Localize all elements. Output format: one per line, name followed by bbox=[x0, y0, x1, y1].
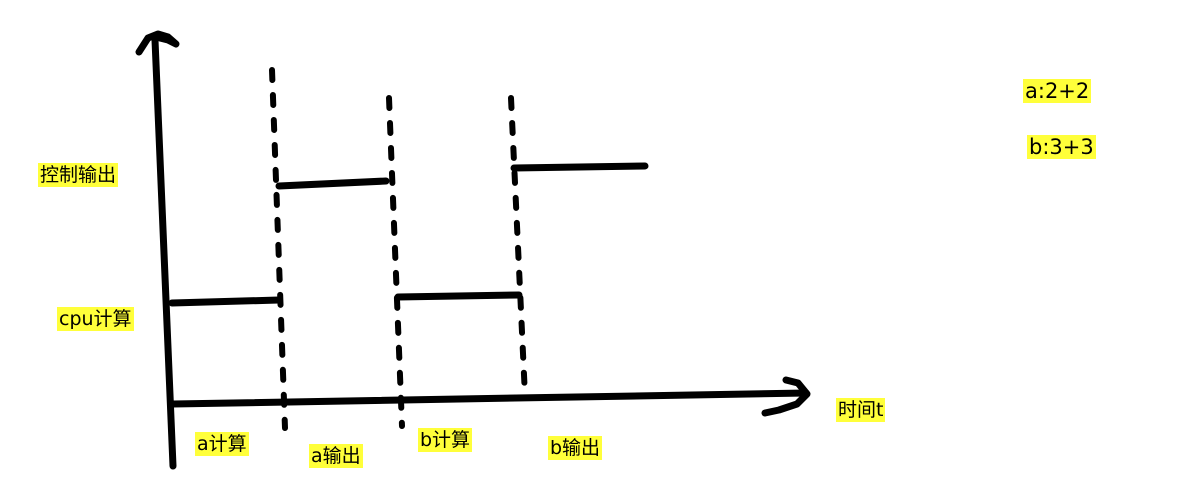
cpu-compute-label: cpu计算 bbox=[57, 307, 134, 331]
expression-b: b:3+3 bbox=[1027, 135, 1096, 159]
y-axis-arrowhead bbox=[135, 30, 180, 56]
control-output-label: 控制输出 bbox=[38, 163, 119, 187]
y-axis bbox=[151, 36, 177, 470]
segment-a-output bbox=[275, 177, 390, 190]
b-output-label: b输出 bbox=[548, 436, 603, 460]
x-axis-arrowhead bbox=[761, 376, 811, 417]
segment-b-output bbox=[510, 162, 649, 172]
divider-a-out-end bbox=[386, 95, 405, 429]
a-compute-label: a计算 bbox=[195, 432, 249, 456]
segment-a-compute bbox=[168, 296, 283, 307]
x-axis bbox=[169, 389, 810, 408]
time-axis-label: 时间t bbox=[836, 398, 886, 422]
expression-a: a:2+2 bbox=[1023, 79, 1092, 103]
a-output-label: a输出 bbox=[309, 444, 363, 468]
segment-b-compute bbox=[394, 291, 523, 301]
b-compute-label: b计算 bbox=[418, 428, 473, 452]
divider-b-calc-end bbox=[508, 95, 528, 399]
divider-a-calc-end bbox=[269, 67, 288, 431]
